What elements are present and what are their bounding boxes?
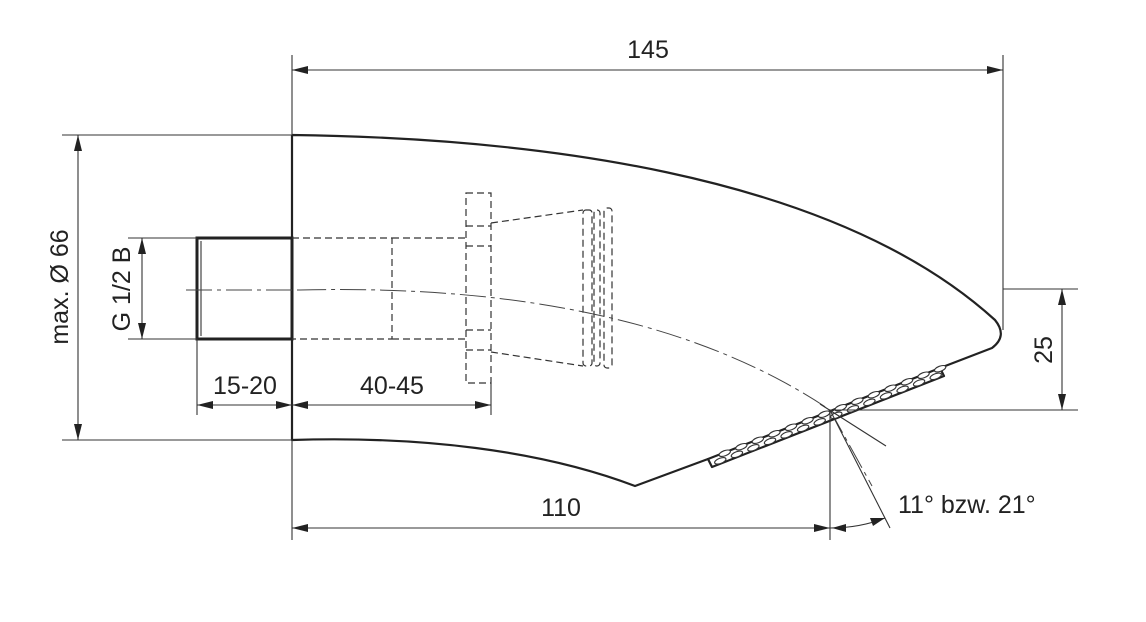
nozzles xyxy=(714,364,947,465)
nozzle xyxy=(917,371,930,380)
dimension-labels: 145 max. Ø 66 G 1/2 B 15-20 40-45 25 110… xyxy=(46,36,1058,522)
nozzle xyxy=(780,431,793,439)
arrow-25-bottom xyxy=(1058,394,1066,410)
arrow-angle xyxy=(870,518,885,526)
arrow-15-20-left xyxy=(197,401,213,409)
nozzle xyxy=(730,450,744,459)
hidden-flange-ribs xyxy=(466,225,491,351)
arrow-145-left xyxy=(292,66,308,74)
arrow-25-top xyxy=(1058,289,1066,305)
extension-lines xyxy=(62,55,1078,540)
arrow-110-right xyxy=(814,524,830,532)
nozzle xyxy=(751,436,765,445)
nozzle xyxy=(863,398,876,407)
nozzle xyxy=(884,384,897,393)
nozzle xyxy=(801,416,814,425)
label-outlet-distance: 110 xyxy=(541,494,581,522)
nozzle xyxy=(813,418,826,426)
hidden-flange xyxy=(465,192,492,384)
nozzle xyxy=(768,429,781,438)
arrow-thread-top xyxy=(138,238,146,254)
label-max-diameter: max. Ø 66 xyxy=(46,229,74,344)
ext-angle-ray xyxy=(829,409,891,529)
arrow-diameter-top xyxy=(74,135,82,151)
arrow-40-45-left xyxy=(292,401,308,409)
nozzle xyxy=(851,397,864,406)
dimension-lines xyxy=(74,66,1066,532)
nozzle xyxy=(735,442,748,451)
hidden-cone xyxy=(490,209,584,367)
arrow-15-20-right xyxy=(276,401,292,409)
nozzle xyxy=(896,385,909,394)
nozzle xyxy=(912,379,926,387)
label-overall-length: 145 xyxy=(627,36,669,64)
label-outlet-offset: 25 xyxy=(1030,336,1058,364)
hidden-internals xyxy=(292,192,613,384)
nozzle xyxy=(900,377,914,386)
hidden-ring-2 xyxy=(593,209,601,367)
thread-connector xyxy=(195,236,294,341)
nozzle xyxy=(817,410,831,419)
nozzle xyxy=(714,457,727,465)
arrow-diameter-bottom xyxy=(74,424,82,440)
nozzle xyxy=(929,372,942,381)
arrow-thread-bottom xyxy=(138,323,146,339)
label-thread: G 1/2 B xyxy=(108,247,136,332)
nozzle xyxy=(933,364,947,373)
nozzle xyxy=(784,423,798,432)
nozzle xyxy=(796,424,810,433)
hidden-bore xyxy=(292,237,466,340)
arrow-145-right xyxy=(987,66,1003,74)
nozzle xyxy=(834,403,847,412)
thread-outline xyxy=(195,236,294,341)
label-tilt-angle: 11° bzw. 21° xyxy=(898,491,1036,519)
hidden-ring-3 xyxy=(603,207,613,369)
nozzle xyxy=(879,392,893,400)
nozzle xyxy=(846,405,860,413)
arrow-110-left xyxy=(292,524,308,532)
label-insertion-depth: 40-45 xyxy=(360,372,424,400)
nozzle xyxy=(867,390,881,399)
body-outline xyxy=(290,133,1002,488)
nozzle xyxy=(747,444,760,452)
nozzle xyxy=(718,449,731,458)
ext-plate-normal xyxy=(819,403,887,447)
arrow-angle-start xyxy=(832,524,846,532)
flow-center-arc xyxy=(299,289,831,411)
nozzle xyxy=(763,437,777,446)
arrow-40-45-right xyxy=(475,401,491,409)
hidden-ring-1 xyxy=(582,209,593,367)
label-thread-length: 15-20 xyxy=(213,372,277,400)
shower-head-body xyxy=(290,133,1002,488)
